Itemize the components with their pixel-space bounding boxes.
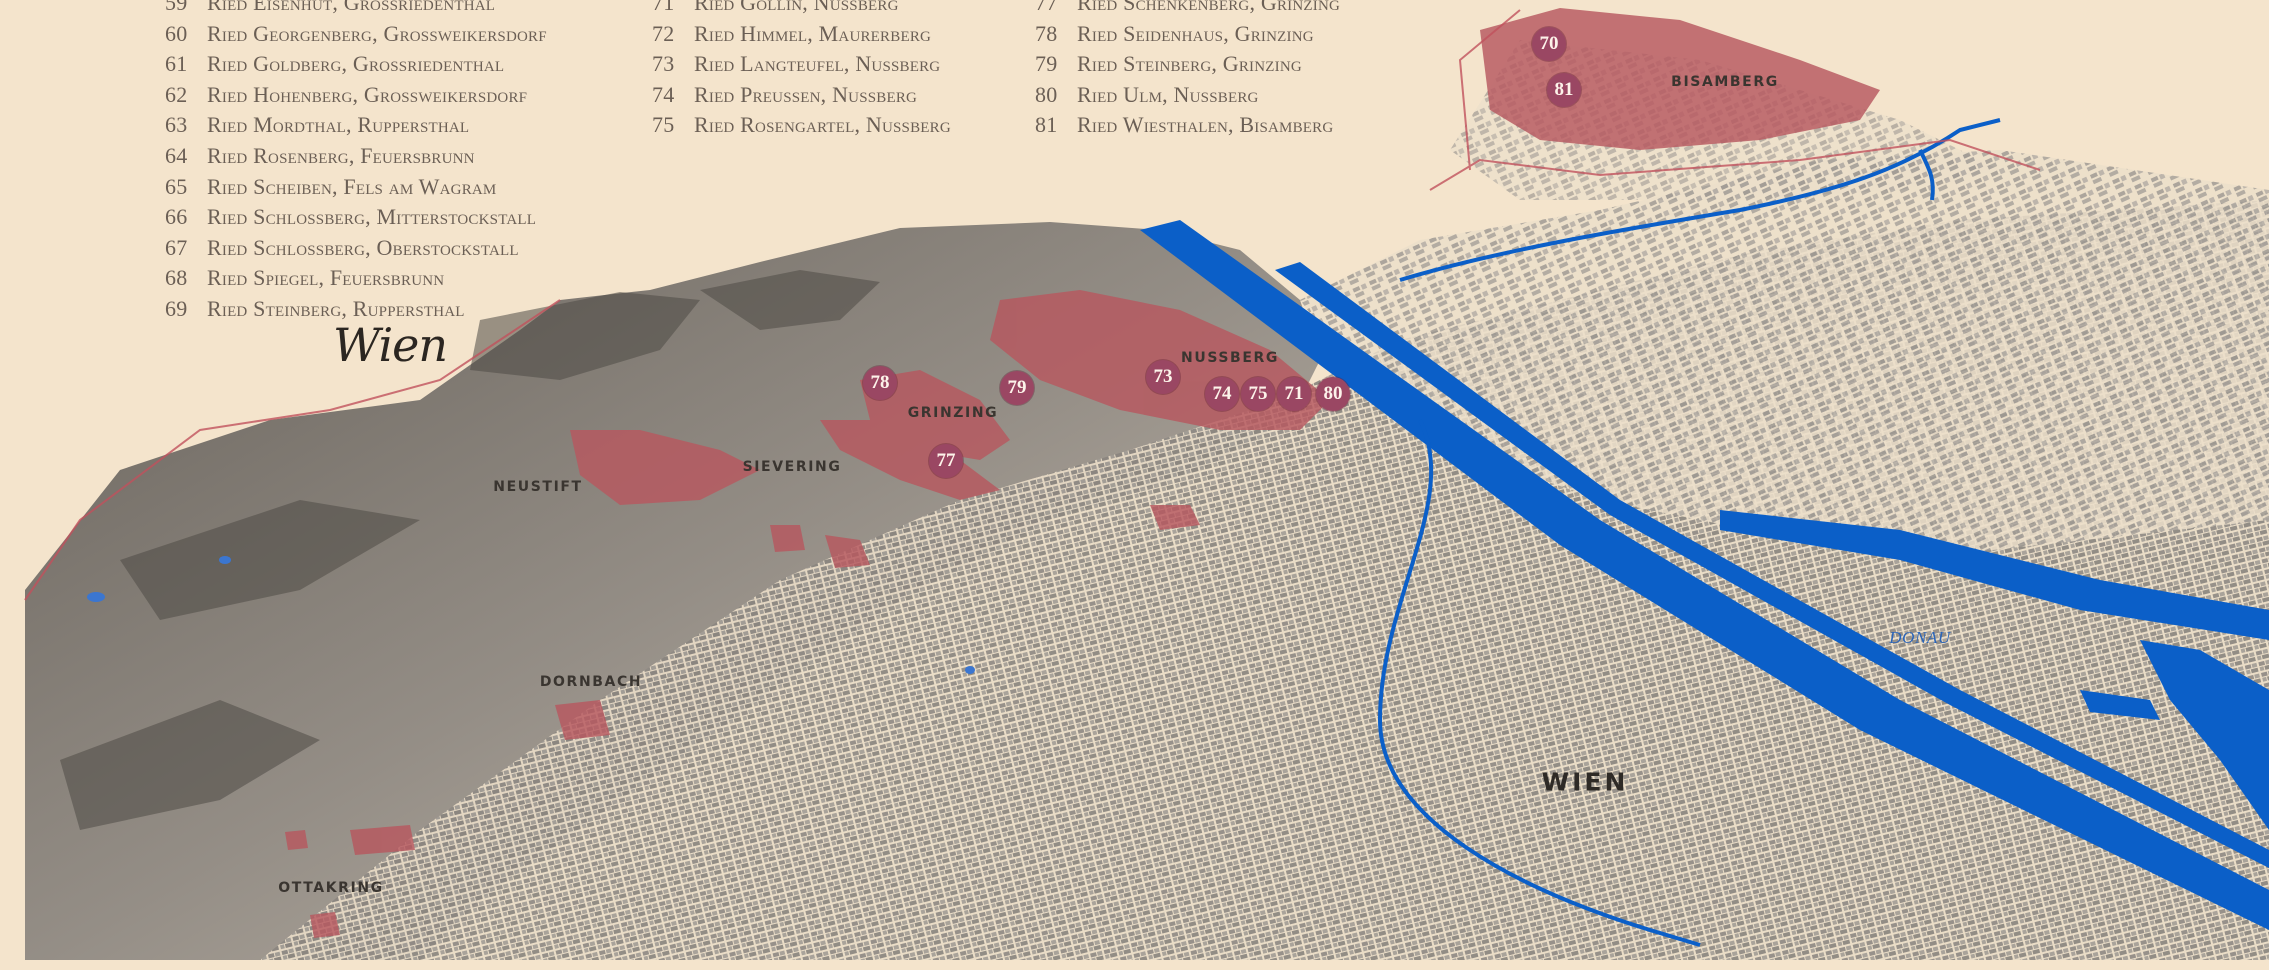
river-label-donau: DONAU [1889,628,1951,647]
side-channels [1377,118,2001,947]
vineyard-marker-70[interactable]: 70 [1532,27,1566,61]
place-label-wien: WIEN [1541,767,1629,797]
vineyard-plots [285,8,1880,938]
city-boundary [24,9,2041,601]
vineyard-marker-79[interactable]: 79 [1000,371,1034,405]
small-lakes [87,556,975,674]
place-label-sievering: SIEVERING [742,459,842,475]
vineyard-marker-75[interactable]: 75 [1241,377,1275,411]
danube-river [1140,220,2269,930]
place-label-neustift: NEUSTIFT [493,479,583,495]
vineyard-marker-74[interactable]: 74 [1205,377,1239,411]
place-label-bisamberg: BISAMBERG [1671,74,1779,90]
vineyard-marker-71[interactable]: 71 [1277,377,1311,411]
place-label-ottakring: OTTAKRING [278,880,384,896]
region-title: Wien [333,318,448,372]
place-label-dornbach: DORNBACH [539,674,643,690]
hill-terrain [25,222,1320,960]
vineyard-marker-77[interactable]: 77 [929,444,963,478]
vineyard-marker-73[interactable]: 73 [1146,360,1180,394]
hill-ridge-shadow [60,270,880,830]
place-label-nussberg: NUSSBERG [1181,350,1279,366]
vineyard-marker-78[interactable]: 78 [863,366,897,400]
vineyard-marker-81[interactable]: 81 [1547,73,1581,107]
place-label-grinzing: GRINZING [907,405,999,421]
vineyard-marker-80[interactable]: 80 [1316,377,1350,411]
